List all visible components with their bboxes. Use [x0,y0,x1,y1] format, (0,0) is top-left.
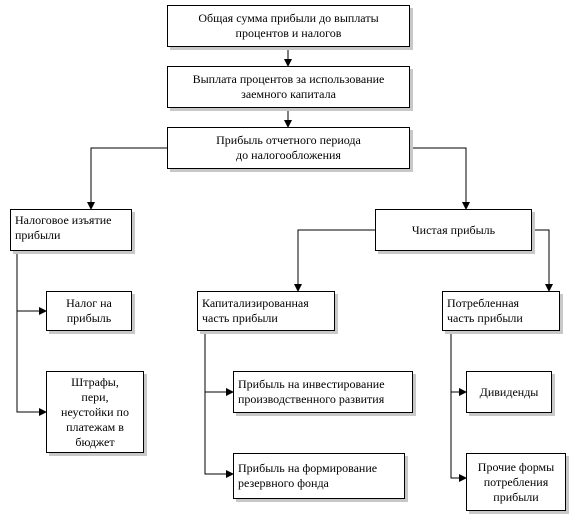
node-capitalized-profit: Капитализированная часть прибыли [197,291,335,331]
edge-capitalized-to-reserve [204,392,234,478]
edge-pretax-to-net-profit [410,147,470,210]
node-fines-label: Штрафы, пери, неустойки по платежам в бю… [61,374,129,449]
edge-tax-withdrawal-to-income-tax [16,251,47,315]
node-investment-profit: Прибыль на инвестирование производственн… [233,371,413,413]
node-interest-payment-label: Выплата процентов за использование заемн… [192,72,385,101]
edge-consumed-to-other-forms [450,392,467,482]
node-capitalized-profit-label: Капитализированная часть прибыли [202,296,309,325]
edge-capitalized-to-investment [204,331,234,396]
node-pretax-profit-label: Прибыль отчетного периода до налогооблож… [216,133,361,162]
node-total-profit: Общая сумма прибыли до выплаты процентов… [167,5,410,47]
node-net-profit: Чистая прибыль [375,209,532,251]
node-consumed-profit-label: Потребленная часть прибыли [447,296,523,325]
node-other-consumption-forms: Прочие формы потребления прибыли [466,453,566,511]
node-dividends: Дивиденды [466,371,552,413]
node-pretax-profit: Прибыль отчетного периода до налогооблож… [167,127,410,169]
node-total-profit-label: Общая сумма прибыли до выплаты процентов… [198,11,379,40]
node-reserve-fund-profit: Прибыль на формирование резервного фонда [233,453,405,499]
node-other-consumption-forms-label: Прочие формы потребления прибыли [477,459,555,504]
node-income-tax-label: Налог на прибыль [66,296,112,325]
node-reserve-fund-profit-label: Прибыль на формирование резервного фонда [238,461,378,490]
node-investment-profit-label: Прибыль на инвестирование производственн… [238,377,385,406]
node-fines: Штрафы, пери, неустойки по платежам в бю… [46,371,144,453]
node-interest-payment: Выплата процентов за использование заемн… [167,66,410,108]
node-net-profit-label: Чистая прибыль [411,222,496,237]
node-income-tax: Налог на прибыль [46,291,132,331]
edge-pretax-to-tax-withdrawal [87,147,167,210]
edge-tax-withdrawal-to-fines [16,311,47,416]
node-tax-withdrawal: Налоговое изъятие прибыли [10,209,132,251]
edge-consumed-to-dividends [450,331,467,396]
node-consumed-profit: Потребленная часть прибыли [442,291,560,331]
edge-net-profit-to-capitalized [294,229,375,292]
node-tax-withdrawal-label: Налоговое изъятие прибыли [15,213,112,242]
node-dividends-label: Дивиденды [479,384,539,399]
edge-net-profit-to-consumed [532,229,553,292]
